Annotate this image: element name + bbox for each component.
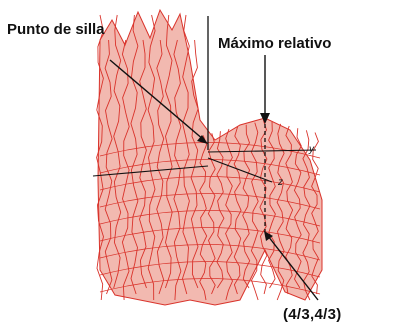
surface-silhouette: [98, 10, 322, 305]
z-axis-label: z: [278, 178, 283, 188]
saddle-point-label: Punto de silla: [7, 22, 105, 37]
critical-point-label: (4/3,4/3): [283, 307, 342, 322]
y-axis-label: y: [309, 145, 314, 155]
relative-maximum-label: Máximo relativo: [218, 36, 331, 51]
